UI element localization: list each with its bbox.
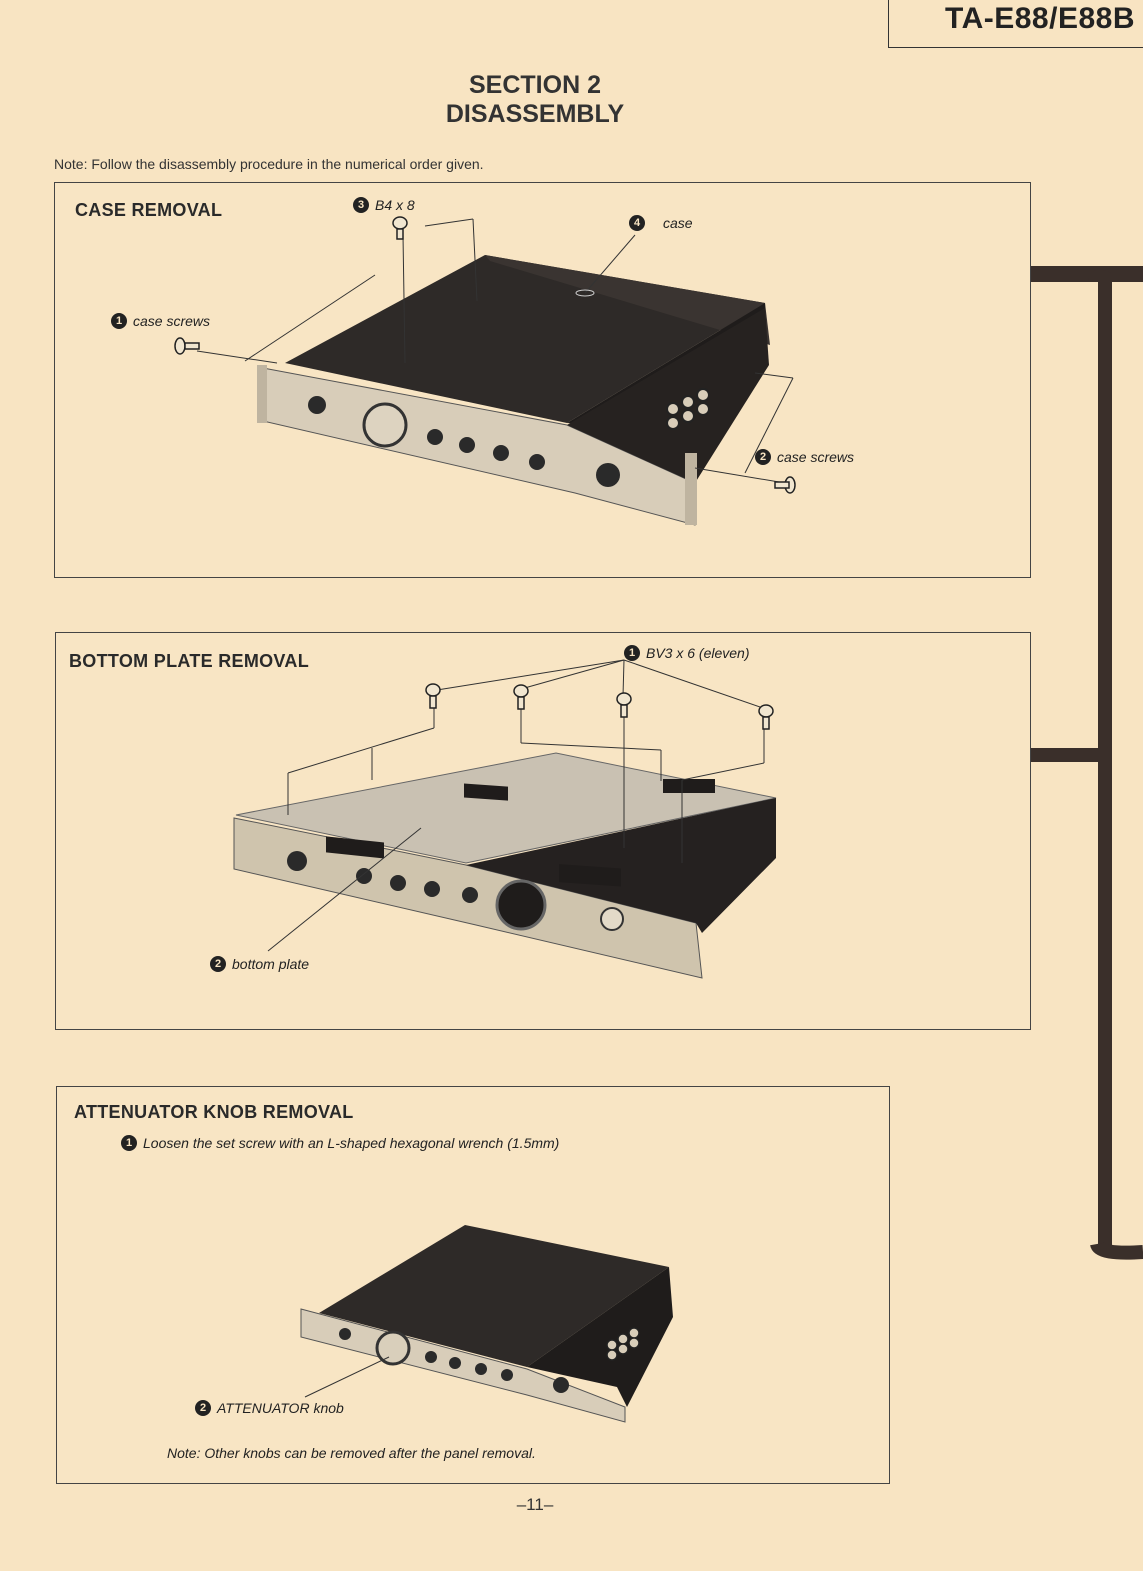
model-number-box: TA-E88/E88B — [888, 0, 1143, 48]
step-loosen-set-screw: 1 Loosen the set screw with an L-shaped … — [121, 1135, 559, 1151]
callout-text: case screws — [777, 449, 855, 465]
amplifier-case-illustration — [174, 216, 796, 526]
section-title: DISASSEMBLY — [445, 100, 625, 128]
callout-case: 4 case — [629, 215, 693, 231]
callout-number: 2 — [755, 449, 771, 465]
model-number: TA-E88/E88B — [944, 2, 1135, 35]
callout-number: 3 — [353, 197, 369, 213]
callout-text: B4 x 8 — [375, 197, 415, 213]
bottom-plate-removal-title: BOTTOM PLATE REMOVAL — [69, 651, 309, 671]
callout-bottom-plate: 2 bottom plate — [210, 956, 309, 972]
case-removal-panel: CASE REMOVAL — [54, 182, 1031, 578]
bottom-plate-removal-panel: BOTTOM PLATE REMOVAL — [55, 632, 1031, 1030]
section-number: SECTION 2 — [469, 71, 601, 99]
amplifier-attenuator-illustration — [300, 1225, 673, 1423]
procedure-note: Note: Follow the disassembly procedure i… — [54, 156, 484, 172]
note-text: Note: Other knobs can be removed after t… — [167, 1445, 536, 1461]
callout-number: 2 — [195, 1400, 211, 1416]
callout-attenuator-knob: 2 ATTENUATOR knob — [195, 1400, 344, 1416]
callout-case-screws-left: 1 case screws — [111, 313, 210, 329]
callout-text: bottom plate — [232, 956, 310, 972]
side-bracket-graphic — [1030, 266, 1143, 1260]
callout-bv3x6: 1 BV3 x 6 (eleven) — [624, 645, 750, 661]
callout-text: case — [663, 215, 693, 231]
callout-text: BV3 x 6 (eleven) — [646, 645, 750, 661]
page-number: –11– — [516, 1495, 554, 1514]
callout-b4x8: 3 B4 x 8 — [353, 197, 415, 213]
callout-number: 1 — [111, 313, 127, 329]
callout-number: 4 — [629, 215, 645, 231]
callout-text: ATTENUATOR knob — [217, 1400, 344, 1416]
case-removal-title: CASE REMOVAL — [75, 200, 223, 220]
callout-text: Loosen the set screw with an L-shaped he… — [143, 1135, 560, 1151]
amplifier-bottom-illustration — [233, 659, 777, 979]
panel-removal-note: Note: Other knobs can be removed after t… — [167, 1445, 536, 1461]
callout-number: 1 — [121, 1135, 137, 1151]
attenuator-knob-removal-panel: ATTENUATOR KNOB REMOVAL 1 Loosen the set… — [56, 1086, 890, 1484]
callout-case-screws-right: 2 case screws — [755, 449, 854, 465]
callout-text: case screws — [133, 313, 211, 329]
callout-number: 1 — [624, 645, 640, 661]
attenuator-knob-removal-title: ATTENUATOR KNOB REMOVAL — [74, 1102, 354, 1122]
callout-number: 2 — [210, 956, 226, 972]
